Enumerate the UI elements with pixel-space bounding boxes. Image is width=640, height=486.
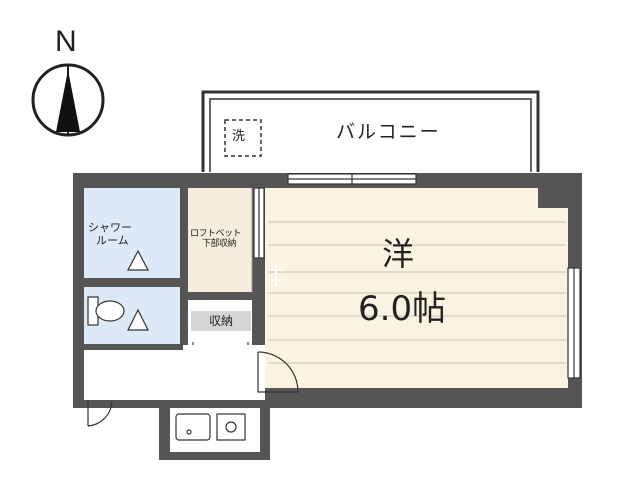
floor-lines xyxy=(268,221,566,364)
loft-label-line2: 下部収納 xyxy=(202,239,237,250)
room-name: 洋 xyxy=(382,235,415,273)
entry-corridor xyxy=(183,345,265,400)
hallway xyxy=(84,350,265,400)
compass-icon xyxy=(31,63,105,137)
western-room xyxy=(265,188,568,388)
north-label: N xyxy=(55,25,77,58)
balcony-window xyxy=(287,173,417,185)
drain-icons xyxy=(127,249,149,331)
loft-label: ロフトベット 下部収納 xyxy=(190,229,242,250)
shower-label-line2: ルーム xyxy=(96,233,129,247)
air-vent-icon xyxy=(270,264,282,286)
loft-label-line1: ロフトベット xyxy=(190,229,242,239)
kitchen-sink-icon xyxy=(175,413,246,441)
toilet-icon xyxy=(87,296,125,326)
room-door xyxy=(257,351,299,393)
washer-label: 洗 xyxy=(232,129,246,144)
entrance-area xyxy=(84,350,114,400)
washer-space xyxy=(224,119,262,157)
balcony-label: バルコニー xyxy=(336,121,441,143)
shower-label-line1: シャワー xyxy=(88,221,132,234)
entrance-door xyxy=(87,400,113,427)
room-area: 6.0帖 xyxy=(358,289,447,329)
shower-room-label: シャワー ルーム xyxy=(88,221,132,247)
loft-ladder-window xyxy=(253,187,265,259)
side-window xyxy=(567,267,581,379)
balcony xyxy=(201,90,540,172)
loft-area xyxy=(188,188,252,293)
storage-label: 収納 xyxy=(191,311,251,331)
